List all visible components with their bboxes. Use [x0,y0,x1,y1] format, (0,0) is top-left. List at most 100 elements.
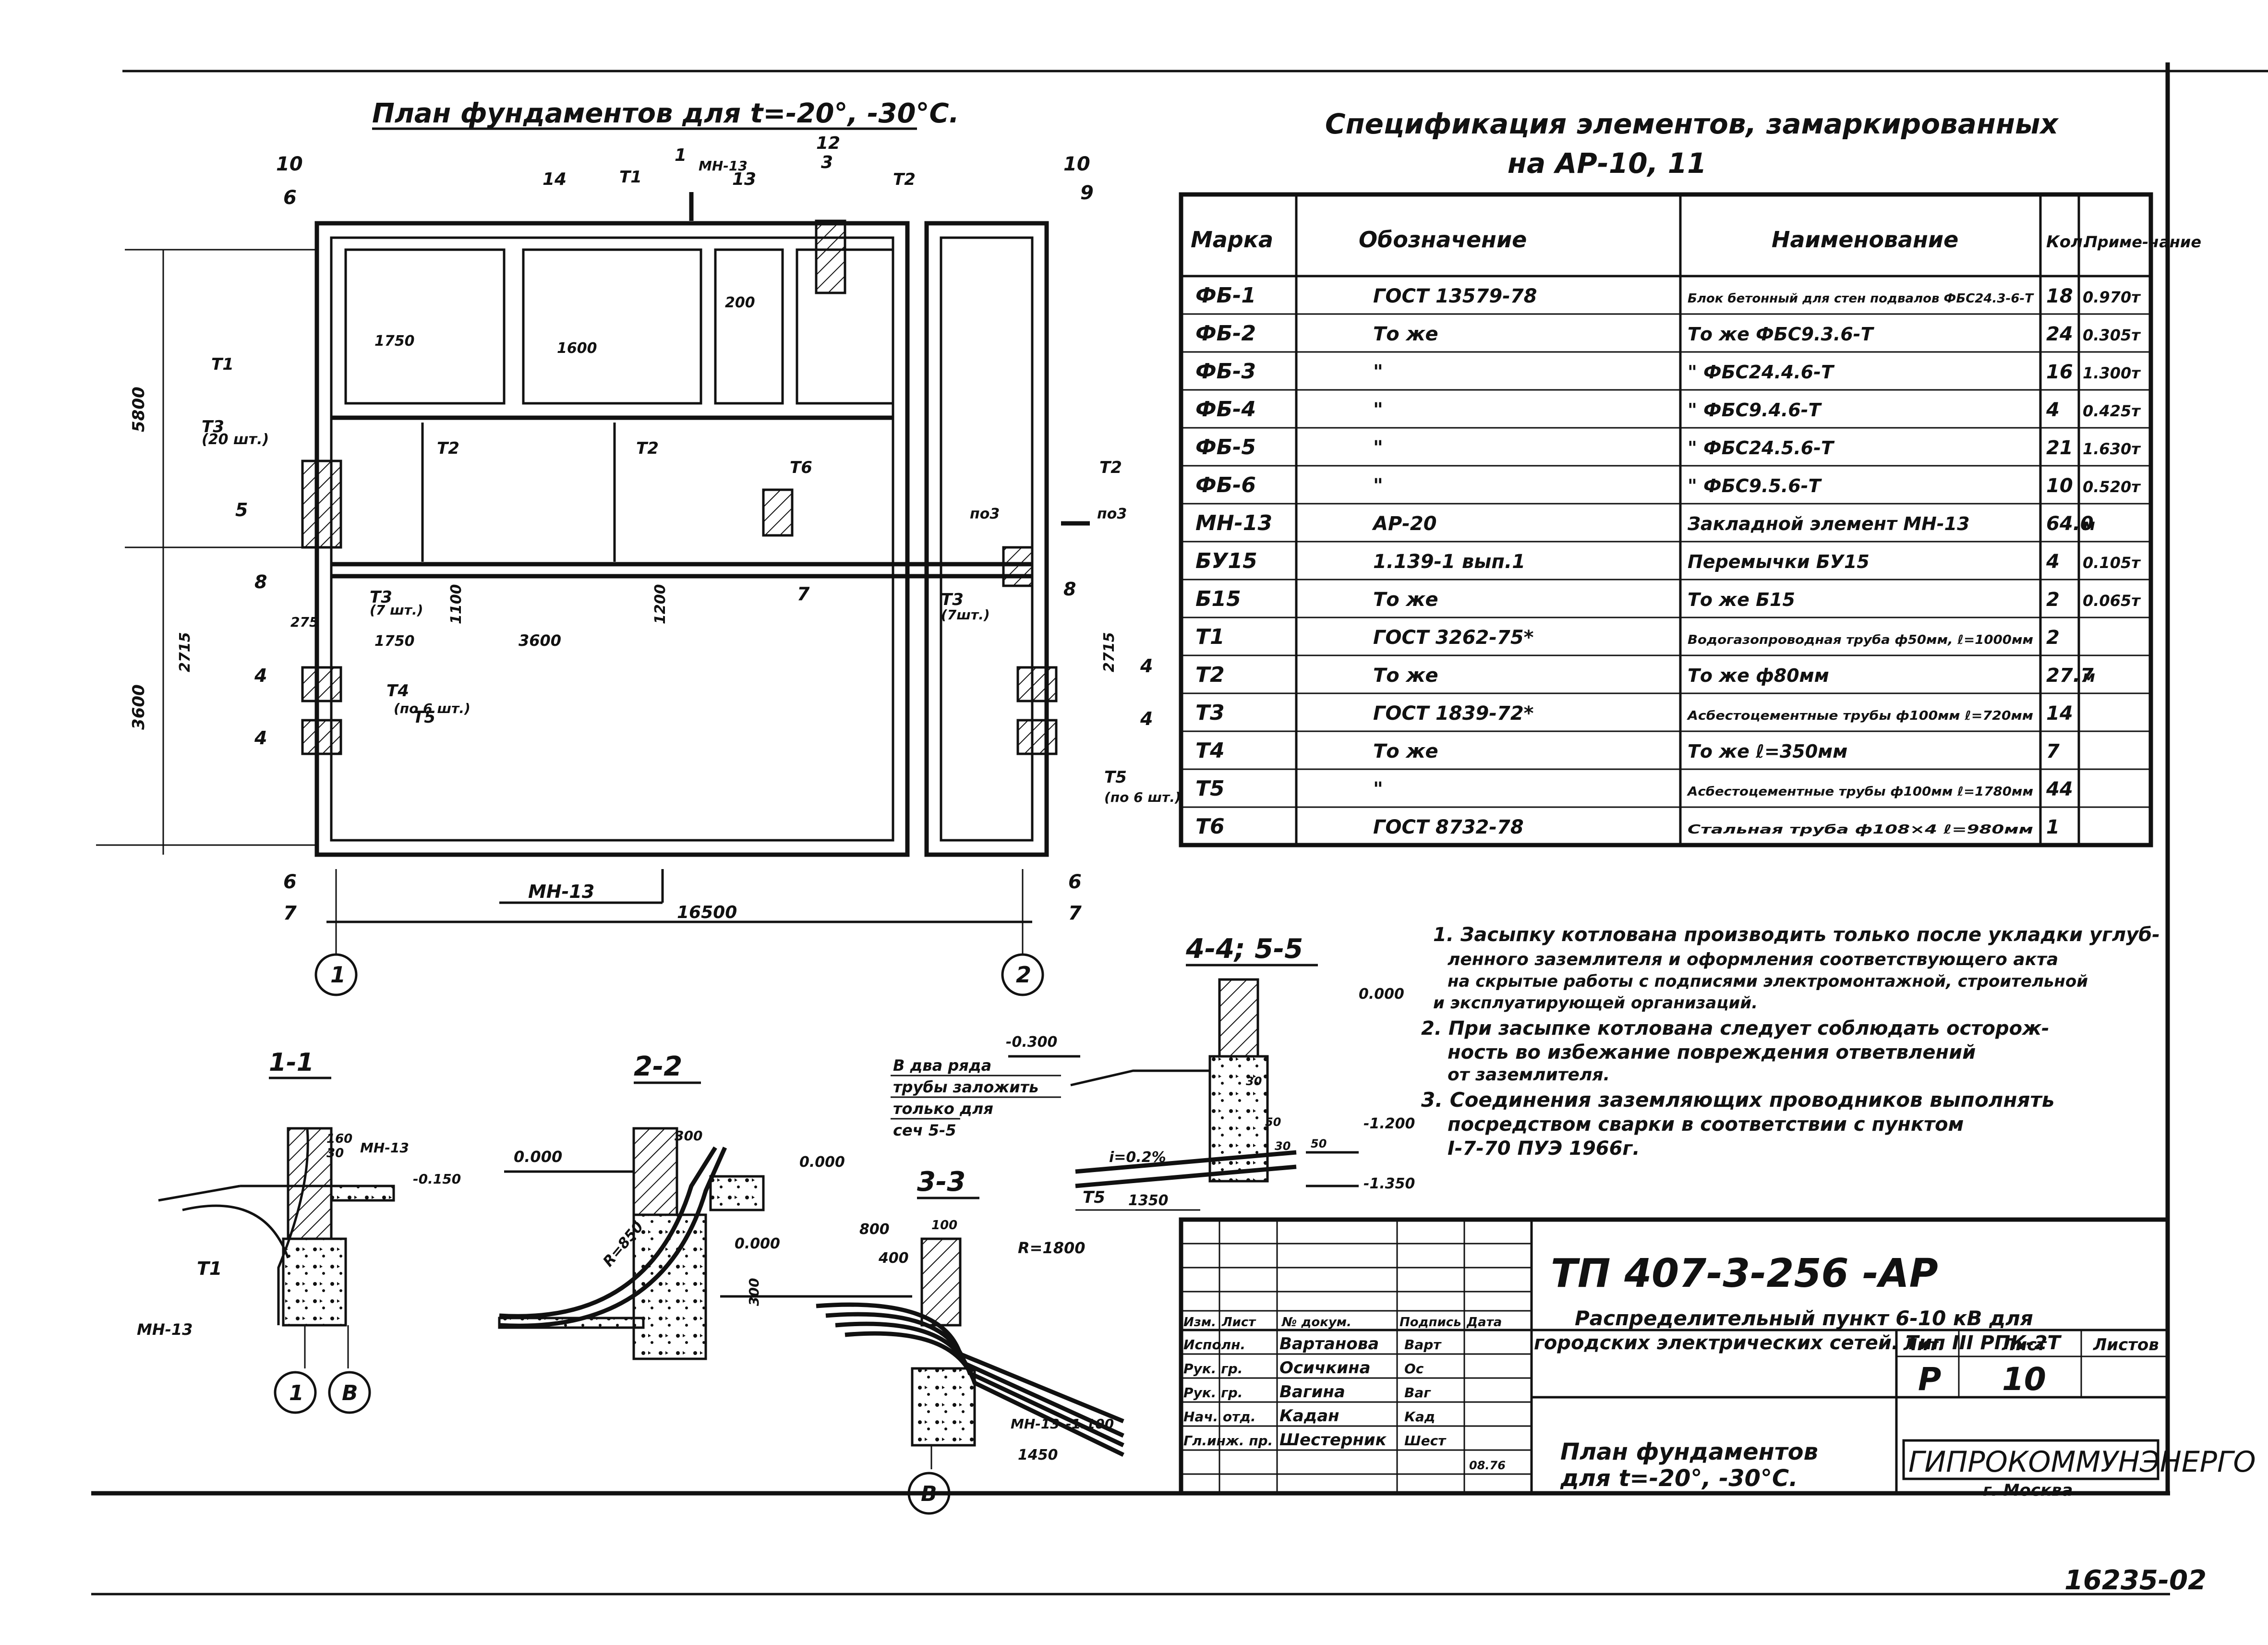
plan-dim-1200: 1200 [652,584,669,625]
spec-cell-r6-c1: АР-20 [1372,513,1437,535]
plan-dim-2715b: 2715 [1101,632,1118,673]
spec-cell-r12-c3: 7 [2046,740,2060,762]
specification: Спецификация элементов, замаркированных … [1179,108,2201,847]
spec-cell-r2-c1: " [1373,361,1383,383]
stamp-sheet-number: 10 [2002,1361,2046,1398]
svg-text:0.000: 0.000 [1359,986,1404,1003]
svg-text:7: 7 [283,902,297,924]
svg-text:Т6: Т6 [790,458,812,477]
svg-text:300: 300 [675,1128,702,1144]
plan-dim-200: 200 [725,294,755,311]
svg-text:Т5: Т5 [413,708,435,727]
spec-cell-r10-c0: Т2 [1195,663,1225,687]
note-1c: на скрытые работы с подписями электромон… [1448,972,2088,991]
note-1d: и эксплуатирующей организаций. [1433,993,1758,1013]
svg-text:В два ряда: В два ряда [893,1056,991,1075]
spec-cell-r7-c2: Перемычки БУ15 [1688,551,1870,572]
svg-text:Т1: Т1 [211,355,234,374]
svg-text:Т1: Т1 [619,168,642,187]
spec-cell-r0-c1: ГОСТ 13579-78 [1373,285,1537,307]
plan-dim-1100: 1100 [448,584,465,625]
spec-cell-r3-c1: " [1373,399,1383,421]
plan-dim-2715: 2715 [177,632,193,673]
spec-title-1: Спецификация элементов, замаркированных [1325,108,2059,140]
spec-cell-r0-c2: Блок бетонный для стен подвалов ФБС24.3-… [1688,291,2034,306]
spec-cell-r11-c0: Т3 [1195,701,1225,725]
svg-text:по3: по3 [970,506,1000,522]
note-3c: I-7-70 ПУЭ 1966г. [1448,1137,1640,1160]
spec-cell-r8-c0: Б15 [1195,587,1241,611]
note-3b: посредством сварки в соответствии с пунк… [1448,1113,1964,1136]
svg-text:7: 7 [1068,902,1082,924]
plan-dim-1750a: 1750 [374,333,415,350]
stamp-stage-label: Лит. [1903,1335,1944,1355]
stamp-person-4: Шестерник [1279,1430,1387,1450]
spec-cell-r2-c2: " ФБС24.4.6-Т [1688,362,1835,383]
stamp-code: ТП 407-3-256 -АР [1551,1251,1938,1296]
spec-cell-r7-c4: 0.105т [2083,554,2141,572]
stamp-person-1: Осичкина [1279,1358,1371,1378]
svg-text:Т2: Т2 [893,170,916,189]
note-2c: от заземлителя. [1448,1065,1610,1085]
svg-text:Т3: Т3 [370,588,392,607]
spec-cell-r8-c4: 0.065т [2083,592,2141,610]
spec-cell-r1-c3: 24 [2046,323,2073,345]
svg-text:3: 3 [821,153,833,172]
stamp-col-header-2: № докум. [1281,1315,1351,1330]
svg-text:400: 400 [878,1250,909,1267]
spec-cell-r9-c1: ГОСТ 3262-75* [1373,627,1534,649]
inventory-number: 16235-02 [2064,1565,2207,1596]
spec-cell-r3-c2: " ФБС9.4.6-Т [1688,399,1822,421]
svg-text:1: 1 [289,1381,304,1405]
svg-text:сеч 5-5: сеч 5-5 [893,1121,956,1139]
spec-cell-r8-c3: 2 [2046,589,2060,611]
spec-cell-r5-c3: 10 [2046,475,2073,497]
spec-cell-r10-c2: То же ф80мм [1688,665,1829,686]
spec-cell-r12-c1: То же [1373,740,1438,762]
spec-cell-r10-c3: 27.7 [2046,665,2094,687]
note-3a: 3. Соединения заземляющих проводников вы… [1421,1088,2054,1112]
stamp-col-header-3: Подпись [1399,1315,1461,1330]
svg-text:4: 4 [254,665,267,686]
section-2-2-title: 2-2 [634,1051,682,1082]
spec-cell-r7-c1: 1.139-1 вып.1 [1373,551,1525,573]
section-1-1: 1-1 160 30 МН-13 -0.150 Т1 МН-13 1 В [137,1048,461,1414]
svg-text:6: 6 [283,871,297,893]
spec-cell-r11-c2: Асбестоцементные трубы ф100мм ℓ=720мм [1687,709,2033,723]
stamp-role-3: Нач. отд. [1183,1409,1256,1425]
svg-text:только для: только для [893,1100,993,1118]
svg-text:-1.350: -1.350 [1363,1175,1415,1192]
svg-text:(7 шт.): (7 шт.) [370,602,423,618]
spec-cell-r13-c1: " [1373,778,1383,800]
spec-cell-r5-c4: 0.520т [2083,478,2141,496]
section-4-4-5-5: 4-4; 5-5 -0.300 0.000 i=0.2% Т5 -1.200 -… [891,933,1415,1211]
svg-text:5: 5 [235,499,248,520]
note-1a: 1. Засыпку котлована производить только … [1433,924,2160,946]
spec-cell-r10-c4: м [2083,667,2095,686]
spec-cell-r5-c1: " [1373,475,1383,497]
svg-text:-0.300: -0.300 [1006,1034,1057,1051]
svg-text:Т4: Т4 [386,681,409,701]
stamp-signature-2: Ваг [1404,1385,1431,1401]
spec-cell-r12-c0: Т4 [1195,738,1225,763]
spec-cell-r7-c0: БУ15 [1195,549,1257,573]
plan-dim-3600: 3600 [129,684,148,730]
spec-cell-r6-c4: м [2083,516,2095,534]
spec-cell-r0-c0: ФБ-1 [1195,283,1256,308]
plan-dim-5800: 5800 [129,387,148,432]
svg-text:13: 13 [732,169,756,189]
svg-text:МН-13: МН-13 [360,1140,409,1156]
stamp-person-2: Вагина [1279,1382,1345,1402]
spec-cell-r4-c3: 21 [2046,437,2073,459]
spec-cell-r6-c2: Закладной элемент МН-13 [1687,513,1970,534]
section-3-3-title: 3-3 [917,1166,965,1197]
plan-dim-1600: 1600 [557,340,597,357]
stamp-stage: Р [1918,1361,1941,1398]
section-2-2: 2-2 0.000 300 0.000 R=850 [498,1051,845,1360]
spec-cell-r8-c1: То же [1373,589,1438,611]
svg-text:МН-13: МН-13 [1011,1416,1060,1432]
svg-text:10: 10 [276,153,303,175]
stamp-role-2: Рук. гр. [1183,1385,1243,1401]
